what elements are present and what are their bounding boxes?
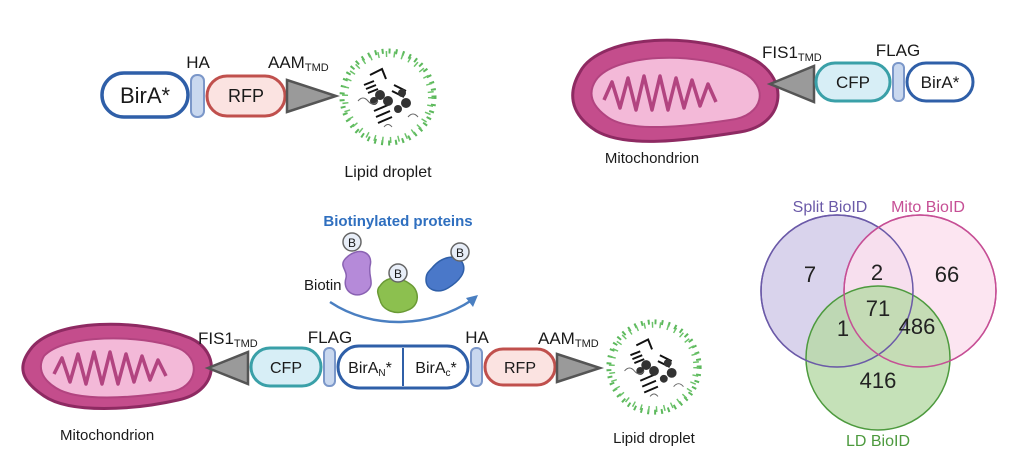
venn-mito-ld: 486 (899, 314, 936, 339)
venn-split-ld: 1 (837, 316, 849, 341)
aam-tmd-label-bottom: AAMTMD (538, 329, 599, 350)
reaction-arrow (329, 298, 473, 324)
aam-tmd-anchor (285, 78, 341, 114)
venn-diagram: Split BioID Mito BioID LD BioID 7 2 66 7… (760, 199, 997, 450)
protein-purple (342, 250, 372, 296)
biotin-label: Biotin (304, 277, 342, 294)
mitochondrion-label: Mitochondrion (605, 150, 699, 167)
biotin-tag-icon (450, 242, 470, 262)
birA-label: BirA* (120, 83, 171, 108)
svg-text:B: B (394, 267, 402, 281)
venn-mito-only: 66 (935, 262, 959, 287)
fis1-tmd-label-bottom: FIS1TMD (198, 329, 258, 350)
birA-domain (100, 71, 190, 119)
flag-connector (892, 62, 905, 102)
arrow-head (466, 295, 478, 307)
lipid-droplet-icon (342, 51, 434, 143)
ha-connector-bottom (470, 347, 483, 387)
cfp-domain-bottom (249, 346, 323, 388)
venn-split-only: 7 (804, 262, 816, 287)
venn-mito-label: Mito BioID (891, 199, 965, 216)
biotinylated-proteins-label: Biotinylated proteins (323, 213, 472, 230)
venn-ld-circle (805, 285, 951, 431)
mitochondrion-icon-bottom (21, 322, 213, 410)
lipid-droplet-label: Lipid droplet (344, 164, 432, 181)
top-right-construct: Mitochondrion FIS1TMD CFP FLAG BirA* (571, 38, 975, 167)
venn-ld-only: 416 (860, 368, 897, 393)
mitochondrion-label-bottom: Mitochondrion (60, 427, 154, 444)
birA-label-right: BirA* (921, 73, 960, 92)
ha-connector (190, 74, 205, 118)
cfp-label-bottom: CFP (270, 360, 302, 377)
bottom-construct: Mitochondrion FIS1TMD CFP FLAG BirAN* Bi… (21, 322, 699, 447)
fis1-tmd-anchor (766, 64, 816, 104)
venn-all-three: 71 (866, 296, 890, 321)
rfp-label: RFP (228, 86, 264, 106)
venn-split-label: Split BioID (793, 199, 868, 216)
venn-split-mito: 2 (871, 260, 883, 285)
ha-label-bottom: HA (465, 328, 489, 347)
cfp-domain (814, 61, 892, 103)
lipid-droplet-label-bottom: Lipid droplet (613, 430, 696, 447)
ha-label: HA (186, 53, 210, 72)
flag-label: FLAG (876, 41, 920, 60)
rfp-domain (205, 74, 287, 118)
birA-domain-right (905, 61, 975, 103)
aam-tmd-label: AAMTMD (268, 53, 329, 74)
venn-ld-label: LD BioID (846, 433, 910, 450)
fis1-tmd-anchor-bottom (204, 350, 250, 386)
flag-connector-bottom (323, 347, 336, 387)
cfp-label: CFP (836, 73, 870, 92)
rfp-domain-bottom (483, 347, 557, 387)
biotin-tag-icon (388, 263, 408, 283)
birAC-label: BirAc* (415, 360, 456, 379)
fis1-tmd-label: FIS1TMD (762, 43, 822, 64)
lipid-droplet-icon-bottom (609, 322, 699, 412)
top-left-construct: BirA* HA RFP AAMTMD Lipid droplet (100, 51, 434, 181)
biotin-tag-icon (342, 232, 362, 252)
protein-green (376, 277, 418, 314)
biotinylation-schematic: Biotinylated proteins B B B Biotin (304, 213, 478, 324)
flag-label-bottom: FLAG (308, 328, 352, 347)
rfp-label-bottom: RFP (504, 360, 536, 377)
mitochondrion-icon (571, 38, 780, 143)
birAN-label: BirAN* (348, 360, 392, 379)
aam-tmd-anchor-bottom (555, 352, 605, 384)
svg-text:B: B (456, 246, 464, 260)
protein-blue (425, 256, 465, 292)
svg-text:B: B (348, 236, 356, 250)
